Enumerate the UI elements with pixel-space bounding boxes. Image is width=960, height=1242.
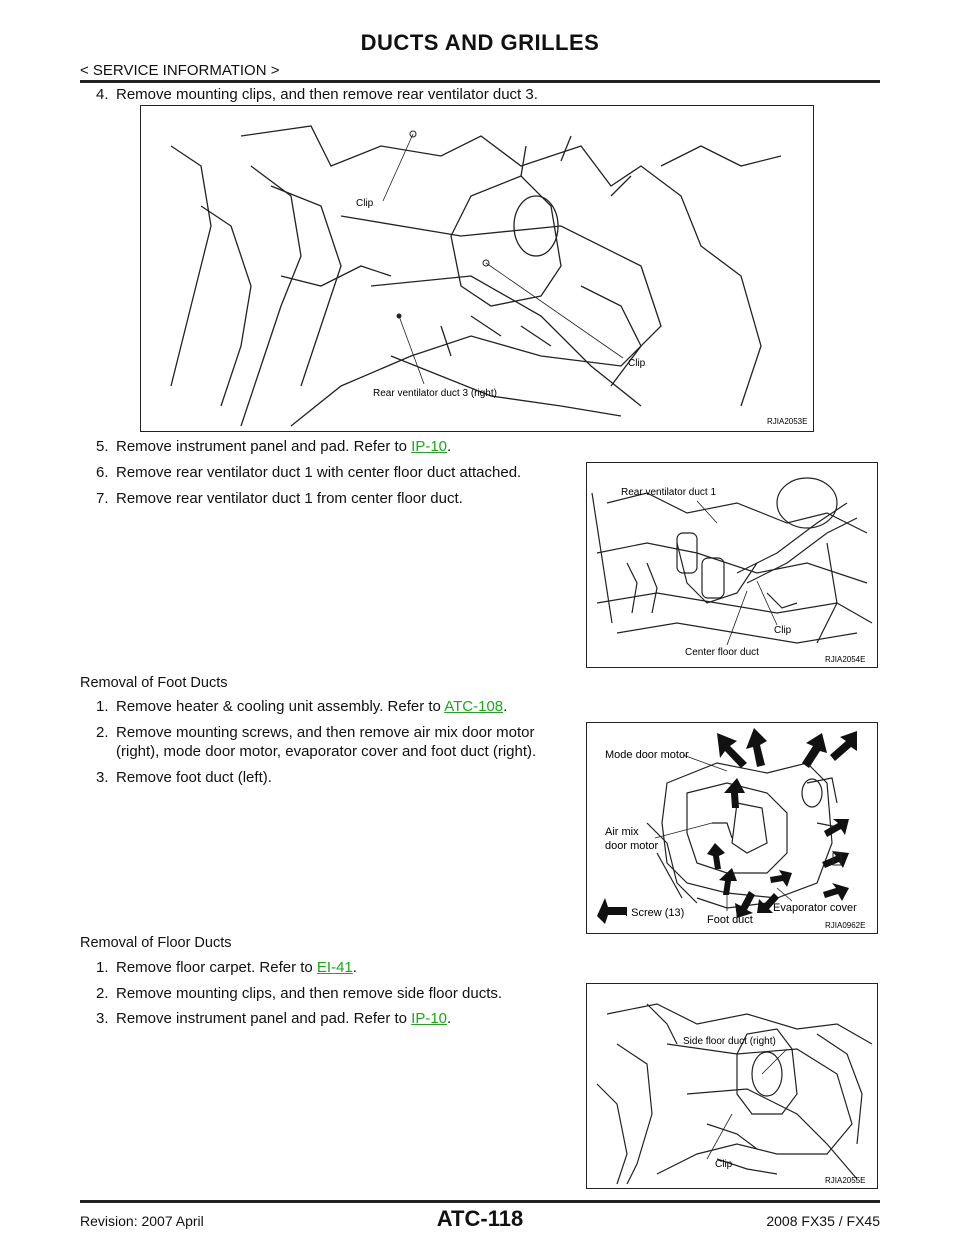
link-ei-41[interactable]: EI-41 xyxy=(316,959,353,976)
floor-step-3: 3.Remove instrument panel and pad. Refer… xyxy=(96,1010,452,1027)
header-rule xyxy=(80,80,880,83)
label-foot-duct: Foot duct xyxy=(707,914,753,926)
label-clip-2: Clip xyxy=(628,358,646,369)
label-rear-ventilator-duct-3: Rear ventilator duct 3 (right) xyxy=(373,388,497,399)
foot-step-2: 2.Remove mounting screws, and then remov… xyxy=(96,724,537,760)
step-7: 7.Remove rear ventilator duct 1 from cen… xyxy=(96,490,463,507)
foot-step-1: 1.Remove heater & cooling unit assembly.… xyxy=(96,698,508,715)
link-atc-108[interactable]: ATC-108 xyxy=(444,698,504,715)
label-mode-door-motor: Mode door motor xyxy=(605,749,689,761)
figure-code: RJIA2055E xyxy=(825,1176,865,1185)
figure-side-floor-duct: Side floor duct (right) Clip RJIA2055E xyxy=(586,983,878,1189)
model-name: 2008 FX35 / FX45 xyxy=(766,1213,880,1229)
figure-code: RJIA0962E xyxy=(825,921,865,930)
figure-rear-ventilator-duct-1: Rear ventilator duct 1 Clip Center floor… xyxy=(586,462,878,668)
floor-step-2: 2.Remove mounting clips, and then remove… xyxy=(96,985,503,1002)
figure-code: RJIA2053E xyxy=(767,417,807,426)
revision-date: Revision: 2007 April xyxy=(80,1213,204,1229)
label-screw: : Screw (13) xyxy=(625,907,684,919)
label-center-floor-duct: Center floor duct xyxy=(685,647,759,658)
label-clip: Clip xyxy=(715,1159,733,1170)
step-4: 4.Remove mounting clips, and then remove… xyxy=(96,86,538,103)
figure-rear-ventilator-duct-3: Clip Clip Rear ventilator duct 3 (right)… xyxy=(140,105,814,432)
figure-code: RJIA2054E xyxy=(825,655,865,664)
page-title: DUCTS AND GRILLES xyxy=(360,30,600,55)
section-heading-floor-ducts: Removal of Floor Ducts xyxy=(80,935,232,951)
link-ip-10-b[interactable]: IP-10 xyxy=(411,1010,448,1027)
label-clip: Clip xyxy=(774,625,792,636)
breadcrumb: < SERVICE INFORMATION > xyxy=(80,62,280,79)
section-heading-foot-ducts: Removal of Foot Ducts xyxy=(80,675,228,691)
link-ip-10[interactable]: IP-10 xyxy=(411,438,448,455)
label-side-floor-duct: Side floor duct (right) xyxy=(683,1036,776,1047)
step-5: 5.Remove instrument panel and pad. Refer… xyxy=(96,438,452,455)
label-air-mix: Air mix xyxy=(605,826,639,838)
step-6: 6.Remove rear ventilator duct 1 with cen… xyxy=(96,464,522,481)
label-evaporator-cover: Evaporator cover xyxy=(773,902,857,914)
footer-rule xyxy=(80,1200,880,1203)
page-number: ATC-118 xyxy=(436,1206,524,1231)
figure-foot-ducts: Mode door motor Air mix door motor : Scr… xyxy=(586,722,878,934)
floor-step-1: 1.Remove floor carpet. Refer to EI-41. xyxy=(96,959,357,976)
foot-step-3: 3.Remove foot duct (left). xyxy=(96,769,272,786)
label-rear-ventilator-duct-1: Rear ventilator duct 1 xyxy=(621,487,716,498)
label-door-motor: door motor xyxy=(605,840,659,852)
label-clip-1: Clip xyxy=(356,198,374,209)
